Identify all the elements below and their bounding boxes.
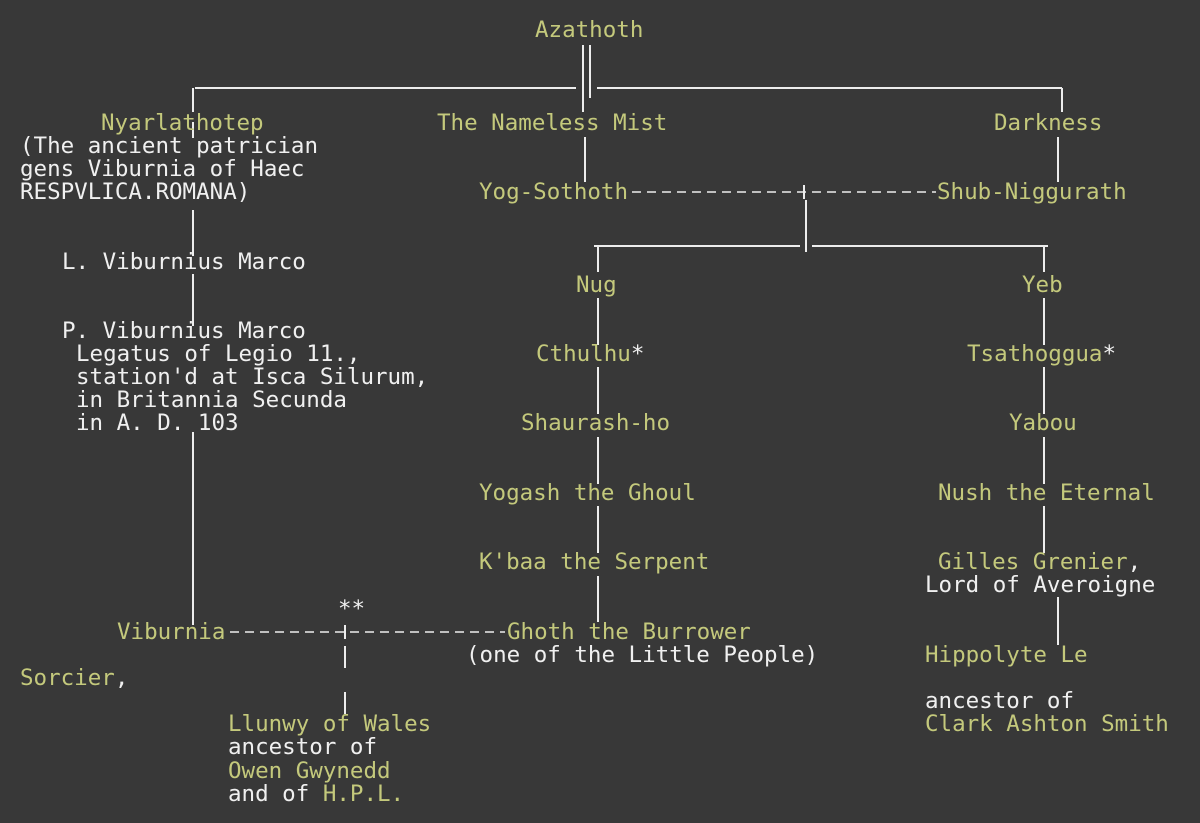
node-nug: Nug [576,272,617,298]
node-yogash: Yogash the Ghoul [479,480,696,506]
gilles-title: Lord of Averoigne [925,572,1156,598]
node-sorcier: Sorcier, [20,667,128,690]
node-tsathoggua: Tsathoggua* [967,343,1116,366]
node-owen-gwynedd: Owen Gwynedd [228,758,391,784]
node-darkness: Darkness [994,110,1103,136]
node-shub-niggurath: Shub-Niggurath [937,179,1127,205]
ghoth-note: (one of the Little People) [466,642,819,668]
ancestor-of-right: ancestor of [925,688,1075,714]
gilles-label: Gilles Grenier [938,549,1128,575]
and-of-label: and of [228,781,310,807]
gens-note-line-3: RESPVLICA.ROMANA) [20,179,251,205]
node-ghoth: Ghoth the Burrower [507,619,751,645]
node-yog-sothoth: Yog-Sothoth [479,179,629,205]
sorcier-comma: , [114,665,129,691]
node-nush: Nush the Eternal [938,480,1155,506]
node-hpl: H.P.L. [322,781,405,807]
node-yabou: Yabou [1009,410,1077,436]
and-of-line: and of H.P.L. [228,783,404,806]
p-viburnius-line-4: in Britannia Secunda [76,387,347,413]
node-cthulhu: Cthulhu* [536,343,644,366]
node-nameless-mist: The Nameless Mist [437,110,668,136]
node-clark-ashton-smith: Clark Ashton Smith [925,711,1169,737]
node-l-viburnius: L. Viburnius Marco [62,249,306,275]
node-nyarlathotep: Nyarlathotep [101,110,264,136]
node-yeb: Yeb [1022,272,1063,298]
node-llunwy: Llunwy of Wales [228,711,432,737]
node-p-viburnius: P. Viburnius Marco [62,318,306,344]
gilles-comma: , [1127,549,1142,575]
gens-note-line-2: gens Viburnia of Haec [20,156,305,182]
ancestor-of-left: ancestor of [228,734,378,760]
p-viburnius-line-5: in A. D. 103 [76,410,239,436]
cthulhu-asterisk: * [630,341,645,367]
node-gilles: Gilles Grenier, [938,551,1141,574]
node-kbaa: K'baa the Serpent [479,549,710,575]
cthulhu-label: Cthulhu [536,341,631,367]
node-azathoth: Azathoth [535,17,644,43]
sorcier-label: Sorcier [20,665,115,691]
tsathoggua-asterisk: * [1102,341,1117,367]
node-shaurash-ho: Shaurash-ho [521,410,671,436]
p-viburnius-line-3: station'd at Isca Silurum, [76,364,429,390]
gens-note-line-1: (The ancient patrician [20,133,319,159]
double-asterisk: ** [338,596,366,622]
node-hippolyte: Hippolyte Le [925,642,1088,668]
node-viburnia: Viburnia [117,619,226,645]
tsathoggua-label: Tsathoggua [967,341,1103,367]
p-viburnius-line-2: Legatus of Legio 11., [76,341,361,367]
